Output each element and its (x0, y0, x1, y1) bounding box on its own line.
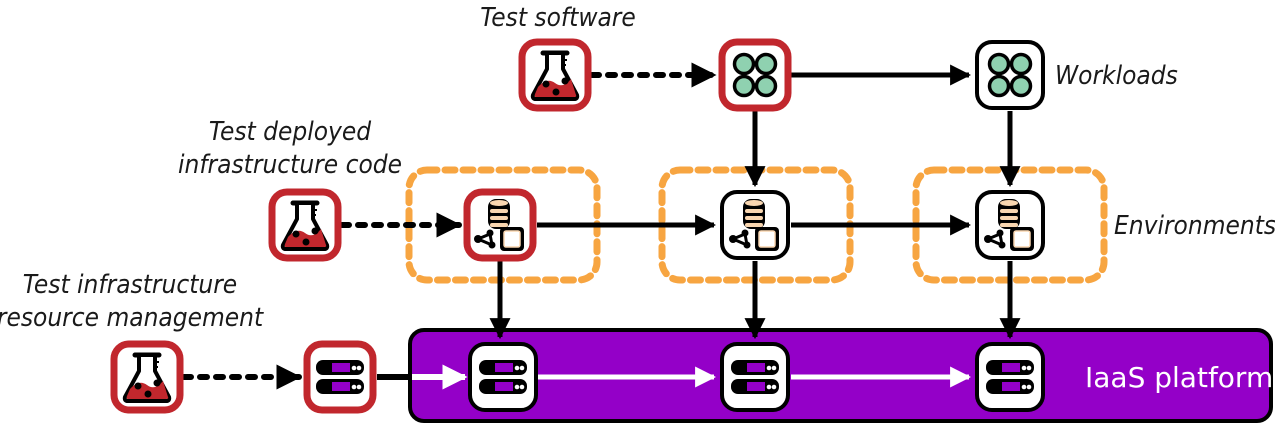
server-node-1 (468, 342, 538, 412)
workload-node-tested (718, 38, 792, 112)
platform-label: IaaS platform (1085, 361, 1273, 394)
test-resource-node (110, 340, 184, 414)
test-software-node (518, 38, 592, 112)
environment-node-2 (720, 190, 790, 260)
environment-node-3 (975, 190, 1045, 260)
server-node-3 (975, 342, 1045, 412)
test-resource-label-line2: resource management (0, 303, 264, 333)
workloads-label: Workloads (1055, 61, 1178, 91)
test-software-label: Test software (480, 3, 636, 33)
server-node-tested (303, 340, 377, 414)
server-node-2 (720, 342, 790, 412)
test-deployed-label-line1: Test deployed (209, 117, 371, 147)
test-resource-label-line1: Test infrastructure (23, 270, 237, 300)
environments-label: Environments (1114, 211, 1275, 241)
workload-node (975, 40, 1045, 110)
environment-node-tested (463, 188, 537, 262)
test-deployed-label-line2: infrastructure code (178, 150, 402, 180)
test-deployed-node (268, 188, 342, 262)
